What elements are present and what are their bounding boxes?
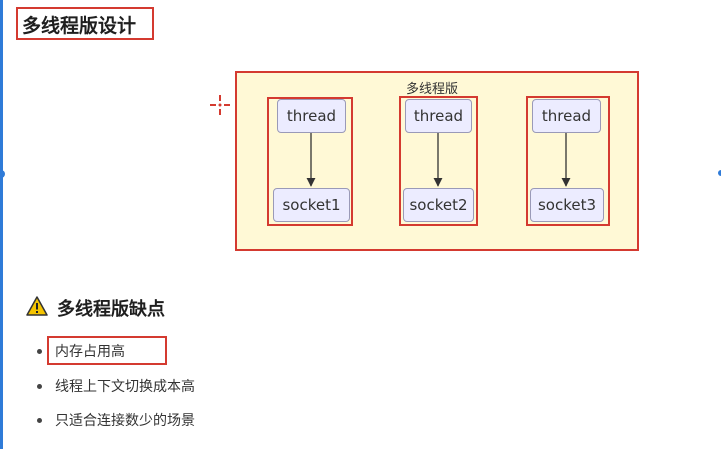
left-drag-handle[interactable] bbox=[0, 170, 5, 178]
column-highlight-box bbox=[399, 96, 478, 226]
item-highlight-box bbox=[47, 336, 167, 365]
thread-node: thread bbox=[405, 99, 472, 133]
list-item: 只适合连接数少的场景 bbox=[55, 413, 195, 429]
list-bullet bbox=[37, 384, 42, 389]
section-heading: 多线程版缺点 bbox=[57, 299, 165, 320]
page-title: 多线程版设计 bbox=[22, 15, 137, 37]
right-drag-handle[interactable] bbox=[718, 170, 721, 176]
editor-left-border bbox=[0, 0, 3, 449]
title-highlight-box bbox=[16, 7, 154, 40]
list-item: 内存占用高 bbox=[55, 344, 125, 360]
column-highlight-box bbox=[526, 96, 610, 226]
socket-node: socket3 bbox=[530, 188, 604, 222]
warning-icon bbox=[26, 296, 48, 316]
socket-node: socket1 bbox=[273, 188, 350, 222]
list-bullet bbox=[37, 418, 42, 423]
thread-node: thread bbox=[277, 99, 346, 133]
list-item: 线程上下文切换成本高 bbox=[55, 379, 195, 395]
move-cursor-icon[interactable] bbox=[209, 94, 231, 116]
socket-node: socket2 bbox=[403, 188, 474, 222]
diagram-group-label: 多线程版 bbox=[406, 82, 459, 97]
column-highlight-box bbox=[267, 97, 353, 226]
thread-node: thread bbox=[532, 99, 601, 133]
list-bullet bbox=[37, 349, 42, 354]
